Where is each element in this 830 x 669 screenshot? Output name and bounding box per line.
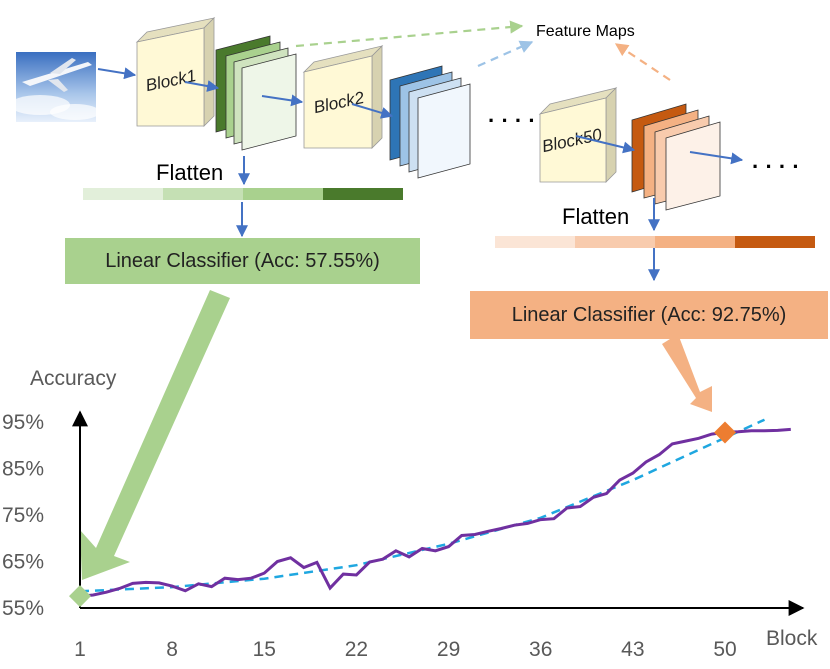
flattened-vector-orange	[495, 236, 815, 248]
y-tick-label: 75%	[2, 504, 44, 527]
big-arrow-orange	[662, 334, 712, 412]
linear-classifier-right: Linear Classifier (Acc: 92.75%)	[470, 291, 828, 339]
x-axis-label: Block	[766, 627, 818, 650]
x-tick-label: 15	[253, 638, 276, 661]
x-tick-label: 50	[713, 638, 736, 661]
block2: Block2	[302, 45, 384, 149]
feature-maps-pointers	[295, 20, 671, 81]
big-arrow-green	[80, 290, 230, 580]
feature-maps-orange	[631, 103, 721, 211]
y-tick-label: 85%	[2, 458, 44, 481]
x-tick-label: 1	[74, 638, 86, 661]
highlight-marker-start	[69, 585, 91, 608]
linear-classifier-right-text: Linear Classifier (Acc: 92.75%)	[511, 303, 787, 326]
x-tick-label: 29	[437, 638, 460, 661]
y-tick-label: 65%	[2, 551, 44, 574]
y-tick-label: 55%	[2, 597, 44, 620]
flow-arrows	[97, 67, 744, 282]
x-tick-label: 22	[345, 638, 368, 661]
x-tick-label: 36	[529, 638, 552, 661]
block50: Block50	[538, 87, 618, 183]
ellipsis-right: · · · ·	[752, 154, 800, 179]
input-image	[10, 52, 100, 122]
feature-maps-blue	[389, 65, 471, 179]
highlight-marker-block50	[714, 421, 736, 444]
accuracy-line	[79, 427, 791, 598]
y-axis-label: Accuracy	[30, 367, 117, 390]
ellipsis-middle: · · · ·	[488, 108, 536, 133]
y-tick-label: 95%	[2, 411, 44, 434]
block1: Block1	[135, 17, 216, 127]
x-tick-label: 8	[166, 638, 178, 661]
feature-maps-label: Feature Maps	[536, 23, 635, 40]
airplane-icon	[22, 62, 92, 86]
trend-line	[79, 418, 766, 593]
linear-classifier-left: Linear Classifier (Acc: 57.55%)	[65, 238, 420, 284]
x-tick-label: 43	[621, 638, 644, 661]
feature-maps-green	[215, 35, 297, 151]
flatten-label-left: Flatten	[156, 160, 223, 185]
flattened-vector-green	[83, 188, 403, 200]
flatten-label-right: Flatten	[562, 204, 629, 229]
linear-classifier-left-text: Linear Classifier (Acc: 57.55%)	[105, 249, 380, 272]
